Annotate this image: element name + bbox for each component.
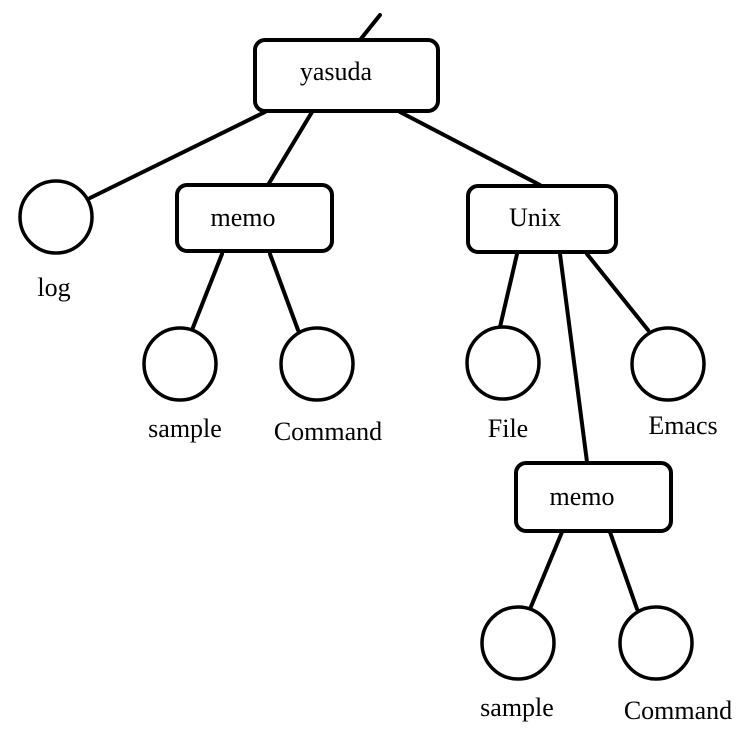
- file-label-unix-sample: sample: [480, 693, 554, 722]
- dir-node-unix: Unix: [466, 184, 618, 254]
- file-node-file: File: [465, 325, 541, 443]
- file-label-log: log: [37, 273, 70, 302]
- dir-label-unix: Unix: [509, 203, 561, 232]
- edge-parent-yasuda: [358, 13, 382, 42]
- edge-yasuda-memo: [266, 110, 314, 187]
- edge-yasuda-log: [88, 110, 267, 200]
- dir-node-yasuda: yasuda: [253, 38, 440, 113]
- edge-unix-memo: [558, 252, 589, 464]
- file-label-command: Command: [274, 417, 382, 446]
- edge-submemo-sample: [528, 530, 564, 611]
- file-label-sample: sample: [148, 414, 222, 443]
- dir-node-unix-memo: memo: [514, 461, 673, 533]
- dir-label-unix-memo: memo: [550, 482, 615, 511]
- edge-memo-command: [268, 252, 300, 332]
- file-node-unix-command: Command: [618, 605, 732, 725]
- edge-submemo-command: [608, 530, 639, 611]
- dir-label-memo: memo: [211, 203, 276, 232]
- file-label-unix-command: Command: [624, 696, 732, 725]
- dir-label-yasuda: yasuda: [300, 57, 373, 86]
- edge-unix-emacs: [585, 252, 650, 332]
- file-node-sample: sample: [142, 326, 222, 443]
- file-node-unix-sample: sample: [480, 605, 556, 722]
- dir-node-memo: memo: [175, 183, 334, 253]
- edge-unix-file: [498, 252, 519, 329]
- file-node-emacs: Emacs: [630, 326, 718, 440]
- edge-yasuda-unix: [398, 110, 542, 187]
- file-label-file: File: [488, 414, 528, 443]
- edge-memo-sample: [190, 252, 224, 332]
- file-label-emacs: Emacs: [648, 411, 717, 440]
- file-node-command: Command: [274, 326, 382, 446]
- file-node-log: log: [18, 179, 94, 302]
